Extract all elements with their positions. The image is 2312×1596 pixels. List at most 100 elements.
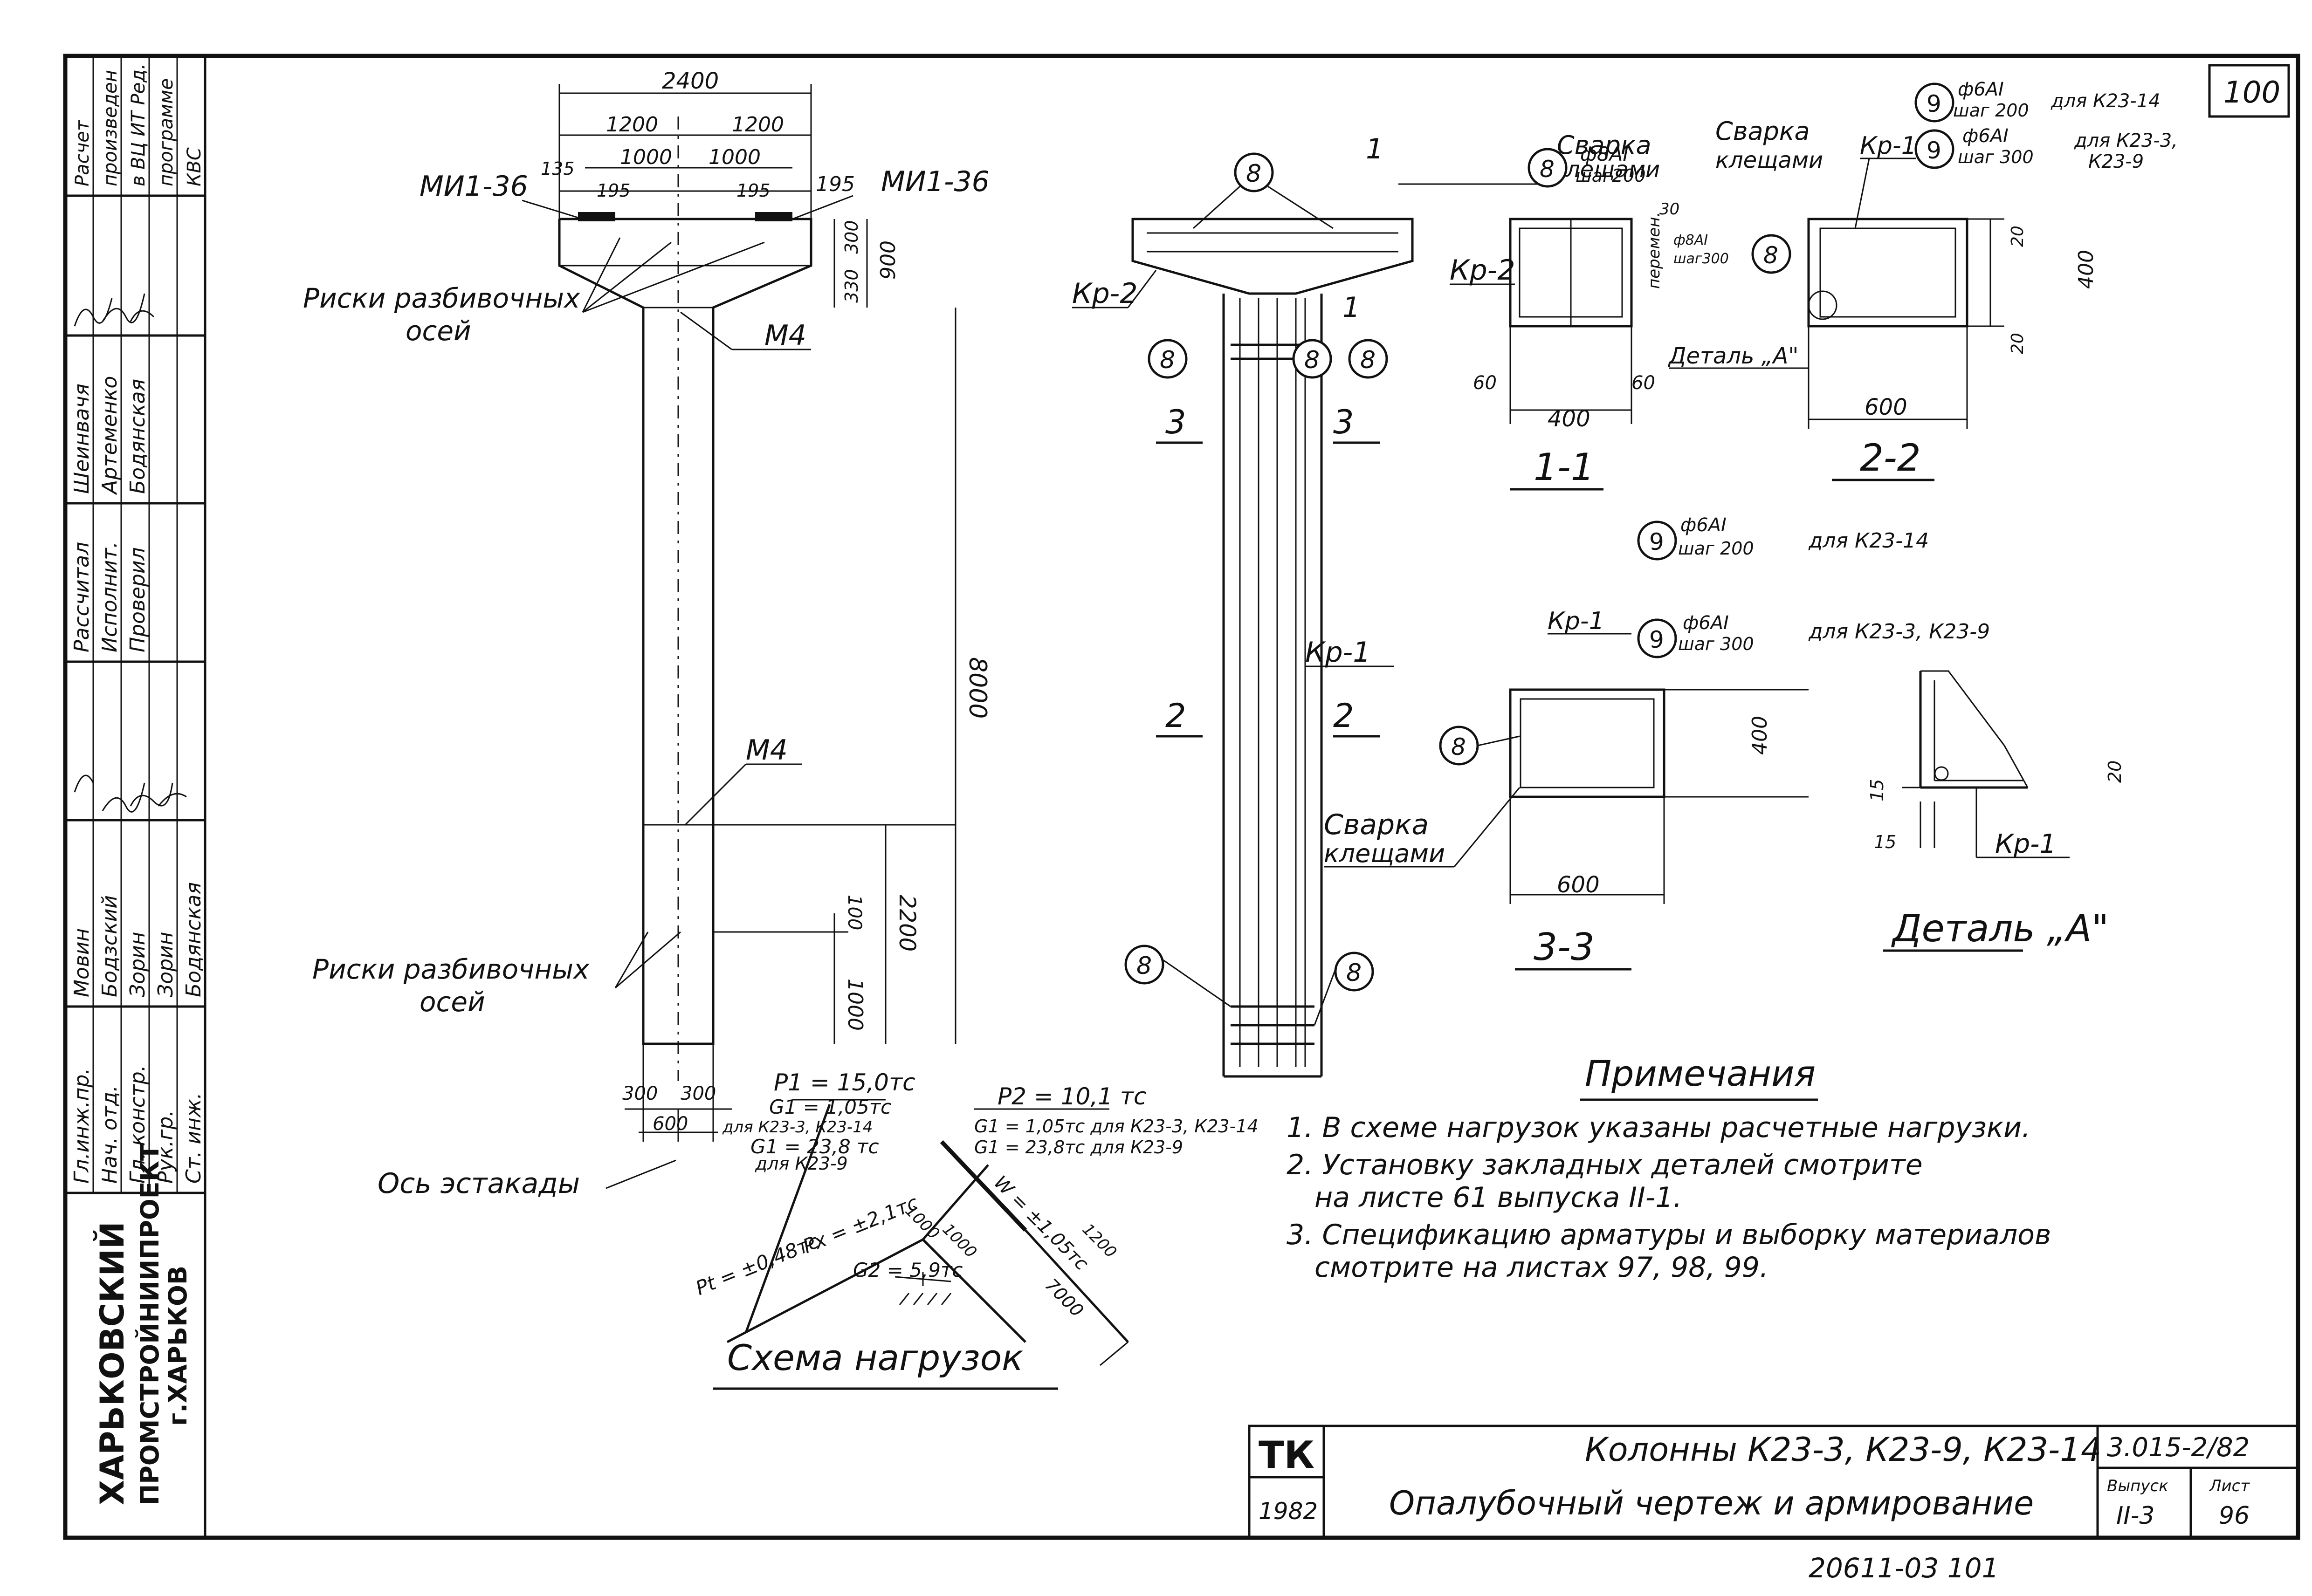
s22-d20b: 20 [2008,333,2027,354]
dim-half-left: 1200 [606,113,658,137]
dim-total: 2400 [662,68,719,94]
stamp-name2-2: Артеменко [98,376,122,495]
dim-8000: 8000 [963,657,991,719]
s33-mark-8: 8 [1451,733,1466,760]
s22-kr1: Кр-1 [1860,132,1917,160]
stamp-org-2: ПРОМСТРОЙНИИПРОЕКТ [135,1144,165,1505]
label-m4-mid: М4 [746,734,788,767]
dim-195-a: 195 [597,180,631,201]
stamp-name2-1: Шеинвачя [70,384,94,494]
stamp-role-4: Рук.гр. [154,1110,178,1184]
load-scheme: P1 = 15,0тс G1 = 1,05тс для К23-3, К23-1… [692,1069,1259,1390]
stamp-calc-4: программе [156,78,177,186]
s22-mark-9-top: 9 [1927,90,1941,117]
stamp-calc-3: в ВЦ ИТ Ред. [128,63,149,186]
dim-2200: 2200 [894,895,920,952]
s33-weld-1: Сварка [1324,808,1429,841]
rebar-sec2-left: 2 [1165,697,1186,735]
s11-mark-circle-2 [1751,234,1791,274]
load-g1b-for: для К23-9 [755,1153,848,1174]
stamp-name-2: Бодзский [98,895,122,997]
s11-title: 1-1 [1534,445,1595,489]
s11-bar: ф8АI [1580,143,1629,165]
s22-detail-circle [1808,290,1837,320]
load-g2a: G1 = 1,05тс для К23-3, К23-14 [974,1116,1259,1137]
stamp-org-1: ХАРЬКОВСКИЙ [93,1221,131,1505]
stamp-name2-3: Бодянская [126,379,150,494]
rebar-sec3-left: 3 [1165,403,1186,441]
load-g1a: G1 = 1,05тс [769,1096,891,1118]
detail-d20: 20 [2105,760,2125,783]
title-sheet: 96 [2219,1502,2250,1530]
s33-mark-9b: 9 [1649,626,1664,653]
rebar-sec2-right: 2 [1333,697,1354,735]
load-g1b: G1 = 23,8 тс [750,1135,879,1158]
title-issue-label: Выпуск [2107,1477,2168,1495]
dim-195-b: 195 [736,180,771,201]
stamp-org-3: г.ХАРЬКОВ [163,1266,193,1426]
label-m4-top: М4 [764,319,806,352]
s33-step2: шаг 300 [1678,634,1754,654]
s33-kr1: Кр-1 [1548,607,1604,635]
s22-for2a: для К23-3, [2074,130,2178,151]
notes: Примечания 1. В схеме нагрузок указаны р… [1287,1053,2051,1284]
load-g1a-for: для К23-3, К23-14 [722,1118,873,1137]
s22-bar2: ф6АI [1962,125,2009,147]
dim-600: 600 [653,1113,688,1135]
s11-d60b: 60 [1631,372,1655,394]
s11-step2: шаг300 [1673,251,1729,267]
rebar-kr1: Кр-1 [1305,636,1371,669]
detail-title: Деталь „А" [1891,907,2109,950]
dim-900: 900 [876,240,900,280]
detail-d15a: 15 [1867,779,1887,801]
label-mi-left: МИ1-36 [420,170,528,203]
stamp-calc-1: Расчет [72,119,93,186]
bottom-code: 20611-03 101 [1809,1552,1999,1584]
s11-weld-2: клещами [1552,157,1660,183]
mark-8-c: 8 [1304,346,1320,374]
s22-d400: 400 [2074,250,2098,289]
label-risks-top: Риски разбивочных [303,282,580,314]
stamp-role-3: Гл. констр. [126,1065,150,1184]
load-w: W = ±1,05тс [990,1172,1093,1275]
s11-kr2: Кр-2 [1450,254,1515,287]
stamp-role-5: Ст. инж. [182,1093,206,1184]
s33-bar1: ф6АI [1680,514,1727,536]
title-tk: ТК [1259,1433,1314,1477]
s11-mark-8: 8 [1540,156,1555,183]
s33-mark-9a-circle [1637,521,1677,561]
rebar-elevation: 3 3 2 2 1 1 Кр-2 Кр-1 8 8 8 8 8 8 [1072,133,1414,1078]
note-2b: на листе 61 выпуска II-1. [1314,1181,1682,1214]
dim-135: 135 [541,158,575,179]
s11-d400: 400 [1548,406,1590,432]
side-stamp: ХАРЬКОВСКИЙ ПРОМСТРОЙНИИПРОЕКТ г.ХАРЬКОВ… [65,56,206,1505]
s11-step: шаг200 [1576,165,1646,186]
load-g2b: G1 = 23,8тс для К23-9 [974,1137,1183,1158]
dim-1000: 1000 [843,979,867,1031]
s22-title: 2-2 [1860,436,1921,479]
signatures-upper [74,293,155,327]
s33-d400: 400 [1748,716,1772,755]
dim-300-r: 300 [681,1083,716,1104]
s11-d60a: 60 [1473,372,1497,394]
dim-300-l: 300 [622,1083,658,1104]
stamp-name-3: Зорин [126,932,150,997]
label-axis: Ось эстакады [378,1167,580,1200]
stamp-calc-5: КВС [184,147,205,186]
rebar-sec3-right: 3 [1333,403,1354,441]
detail-a: 15 15 20 Кр-1 Деталь „А" [1867,670,2125,952]
s22-for-top: для К23-14 [2051,90,2161,112]
s22-weld-2: клещами [1715,147,1823,173]
title-issue: II-3 [2116,1502,2155,1530]
stamp-name-4: Зорин [154,932,178,997]
note-3b: смотрите на листах 97, 98, 99. [1314,1251,1768,1284]
detail-d15b: 15 [1874,832,1896,852]
stamp-role-2: Нач. отд. [98,1085,122,1184]
mark-circle-8-top [1234,152,1274,192]
s33-step1: шаг 200 [1678,538,1754,559]
load-title: Схема нагрузок [727,1337,1023,1378]
dim-330: 330 [841,269,862,303]
load-d7000: 7000 [1041,1274,1088,1321]
rebar-sec1-right: 1 [1366,133,1383,165]
